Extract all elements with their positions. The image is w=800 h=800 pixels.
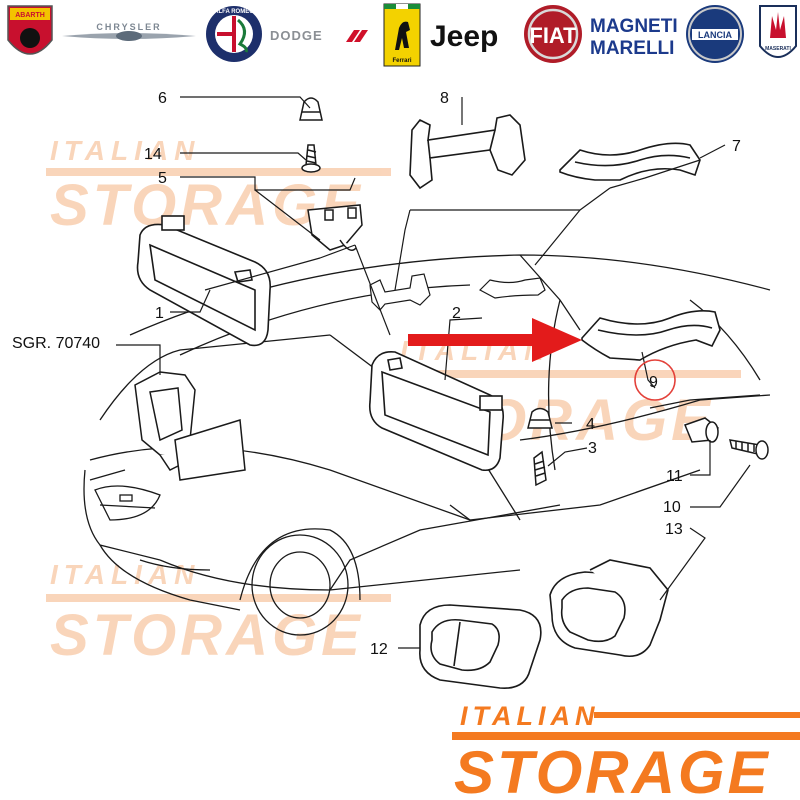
- chrysler-label: CHRYSLER: [96, 22, 161, 32]
- callout-2: 2: [452, 305, 461, 322]
- marelli-label: MARELLI: [590, 38, 674, 59]
- lancia-label: LANCIA: [698, 30, 732, 40]
- fiat-label: FIAT: [529, 23, 577, 48]
- part-4-plug: [527, 407, 553, 429]
- ferrari-logo: Ferrari: [383, 3, 421, 67]
- callout-9: 9: [649, 374, 658, 391]
- part-11-cap: [684, 417, 719, 443]
- highlight-circle: [634, 359, 676, 401]
- part-2-sun-visor: [368, 350, 505, 472]
- callout-10: 10: [663, 499, 681, 516]
- maserati-logo: MASERATI: [759, 5, 797, 58]
- callout-12: 12: [370, 641, 388, 658]
- brand-logo-bar: ABARTH CHRYSLER ALFA ROMEO DODGE Ferrar: [7, 3, 797, 67]
- abarth-logo: ABARTH: [7, 5, 53, 55]
- watermark-top: ITALIAN STORAGE: [46, 135, 391, 238]
- callout-11: 11: [666, 468, 683, 485]
- car-outline: [83, 254, 771, 636]
- callout-5: 5: [158, 170, 167, 187]
- highlight-arrow: [408, 318, 582, 362]
- callout-14: 14: [144, 146, 162, 163]
- part-7-grab-handle: [559, 142, 701, 181]
- magneti-marelli-logo: MAGNETI MARELLI: [590, 16, 678, 59]
- callout-8: 8: [440, 90, 449, 107]
- jeep-logo: Jeep: [430, 20, 498, 53]
- part-7-ghost-in-car: [479, 277, 546, 299]
- part-8-ghost-in-car: [369, 273, 431, 311]
- ferrari-label: Ferrari: [392, 58, 411, 64]
- watermark-bottom: ITALIAN STORAGE: [46, 559, 391, 668]
- jeep-label: Jeep: [430, 20, 498, 53]
- callout-3: 3: [588, 440, 597, 457]
- watermark-bottom-line1: ITALIAN: [50, 559, 200, 590]
- callout-sgr: SGR. 70740: [12, 335, 100, 352]
- watermark-top-line2: STORAGE: [50, 173, 364, 238]
- fiat-logo: FIAT: [524, 5, 582, 63]
- callout-4: 4: [586, 416, 595, 433]
- part-10-screw: [728, 439, 769, 460]
- part-14-screw: [301, 144, 321, 173]
- dodge-logo: DODGE: [270, 28, 368, 43]
- part-3-screw: [533, 450, 547, 487]
- callout-13: 13: [665, 521, 683, 538]
- part-12-air-vent: [419, 604, 542, 689]
- footer-logo-line2: STORAGE: [454, 739, 771, 800]
- callout-1: 1: [155, 305, 164, 322]
- italian-storage-logo: ITALIAN STORAGE: [452, 701, 800, 800]
- alfa-romeo-label: ALFA ROMEO: [214, 9, 254, 15]
- part-13-air-vent: [549, 559, 669, 658]
- part-8-handle-bracket: [409, 114, 526, 190]
- part-9-grab-handle: [581, 310, 721, 361]
- rear-view-mirror-mount: [134, 371, 246, 481]
- callout-6: 6: [158, 90, 167, 107]
- lancia-logo: LANCIA: [686, 5, 744, 63]
- footer-logo-line1: ITALIAN: [460, 701, 599, 731]
- abarth-label: ABARTH: [15, 12, 45, 19]
- callout-7: 7: [732, 138, 741, 155]
- maserati-label: MASERATI: [765, 46, 791, 52]
- chrysler-logo: CHRYSLER: [62, 22, 196, 41]
- part-5-bracket: [307, 204, 363, 251]
- magneti-label: MAGNETI: [590, 16, 678, 37]
- callout-labels: 6 8 14 5 7 1 2 SGR. 70740 9 4 3 11 10 13…: [12, 90, 741, 658]
- part-1-sun-visor: [136, 215, 272, 347]
- leader-lines: [116, 96, 761, 649]
- watermark-bottom-line2: STORAGE: [50, 603, 364, 668]
- watermark-top-line1: ITALIAN: [50, 135, 200, 166]
- dodge-label: DODGE: [270, 28, 323, 43]
- alfa-romeo-logo: ALFA ROMEO: [206, 6, 262, 62]
